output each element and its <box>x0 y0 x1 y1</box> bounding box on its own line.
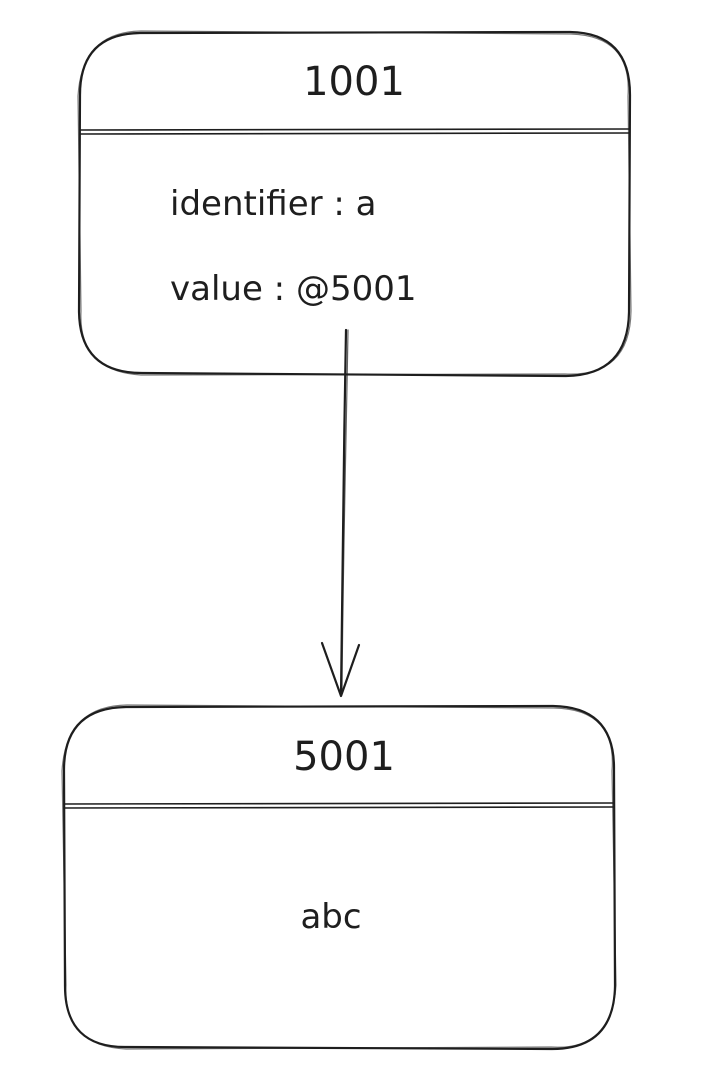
node-1001-header: 1001 <box>303 59 405 105</box>
pointer-arrowhead <box>320 641 361 698</box>
node-1001-outline-sketch <box>77 30 632 376</box>
node-1001-divider <box>79 128 630 131</box>
pointer-arrow <box>320 328 361 698</box>
node-5001-body: abc <box>300 897 361 937</box>
pointer-arrow-shaft-sketch <box>341 329 349 693</box>
node-1001-field-value: value : @5001 <box>170 269 416 309</box>
node-5001-header: 5001 <box>293 734 395 780</box>
node-5001-divider <box>63 802 615 805</box>
node-1001: 1001 identifier : a value : @5001 <box>77 30 632 378</box>
node-5001: 5001 abc <box>61 704 617 1051</box>
node-5001-divider-2 <box>63 806 615 809</box>
node-1001-field-identifier: identifier : a <box>170 184 377 224</box>
node-5001-outline-sketch <box>61 704 617 1050</box>
pointer-arrow-shaft <box>339 328 348 697</box>
node-1001-divider-2 <box>79 132 630 135</box>
